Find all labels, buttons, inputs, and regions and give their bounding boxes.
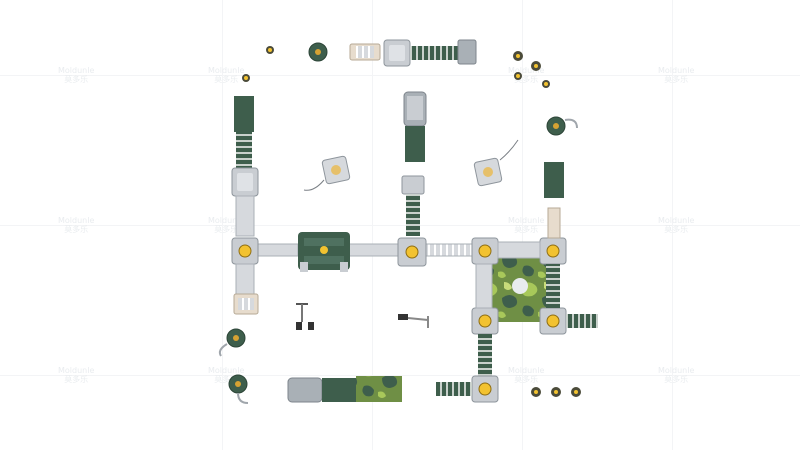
watermark-brand: Moldunle [658, 66, 695, 75]
left-lower [233, 263, 259, 315]
watermark-brand: Moldunle [208, 366, 245, 375]
watermark-brand: Moldunle [58, 366, 95, 375]
bottom-tunnel [287, 376, 402, 403]
bollard [514, 72, 522, 80]
spring-rocker [546, 116, 578, 136]
watermark-brand: Moldunle [508, 66, 545, 75]
bollard [542, 80, 550, 88]
spring-rocker [228, 374, 249, 404]
right-panel [544, 162, 564, 198]
watermark-brand-cn: 莫多乐 [664, 75, 689, 84]
watermark-brand-cn: 莫多乐 [64, 375, 89, 384]
camo-tower [471, 207, 598, 335]
grid-line [0, 75, 800, 76]
lower-ladder [436, 334, 499, 403]
watermark-brand-cn: 莫多乐 [514, 225, 539, 234]
center-slide [401, 91, 427, 236]
watermark-brand-cn: 莫多乐 [514, 375, 539, 384]
bollard [531, 387, 541, 397]
bollard [551, 387, 561, 397]
watermark-brand-cn: 莫多乐 [214, 375, 239, 384]
grid-line [0, 375, 800, 376]
platform-center [397, 237, 427, 267]
watermark-brand-cn: 莫多乐 [664, 375, 689, 384]
watermark-brand: Moldunle [658, 366, 695, 375]
spring-seat [308, 42, 328, 62]
bollard [571, 387, 581, 397]
spring-rocker [218, 328, 246, 357]
watermark-brand: Moldunle [208, 66, 245, 75]
pull-up-bars [296, 303, 314, 330]
bollard [242, 74, 250, 82]
watermark-brand-cn: 莫多乐 [64, 225, 89, 234]
watermark-brand: Moldunle [58, 216, 95, 225]
top-bridge [349, 39, 477, 67]
left-slide [231, 96, 259, 237]
watermark-brand: Moldunle [508, 366, 545, 375]
watermark-brand: Moldunle [58, 66, 95, 75]
signboard [303, 155, 351, 191]
bollard [513, 51, 523, 61]
watermark-brand-cn: 莫多乐 [64, 75, 89, 84]
watermark-brand: Moldunle [508, 216, 545, 225]
balance-beam [398, 314, 429, 328]
bollard [266, 46, 274, 54]
central-table [298, 232, 350, 272]
platform-left [231, 237, 259, 265]
watermark-brand-cn: 莫多乐 [214, 225, 239, 234]
watermark-brand: Moldunle [658, 216, 695, 225]
watermark-brand-cn: 莫多乐 [664, 225, 689, 234]
watermark-brand-cn: 莫多乐 [214, 75, 239, 84]
grid-line [0, 225, 800, 226]
watermark-brand: Moldunle [208, 216, 245, 225]
watermark-brand-cn: 莫多乐 [514, 75, 539, 84]
main-walkway [257, 243, 473, 257]
signboard [473, 139, 519, 187]
bollard [531, 61, 541, 71]
